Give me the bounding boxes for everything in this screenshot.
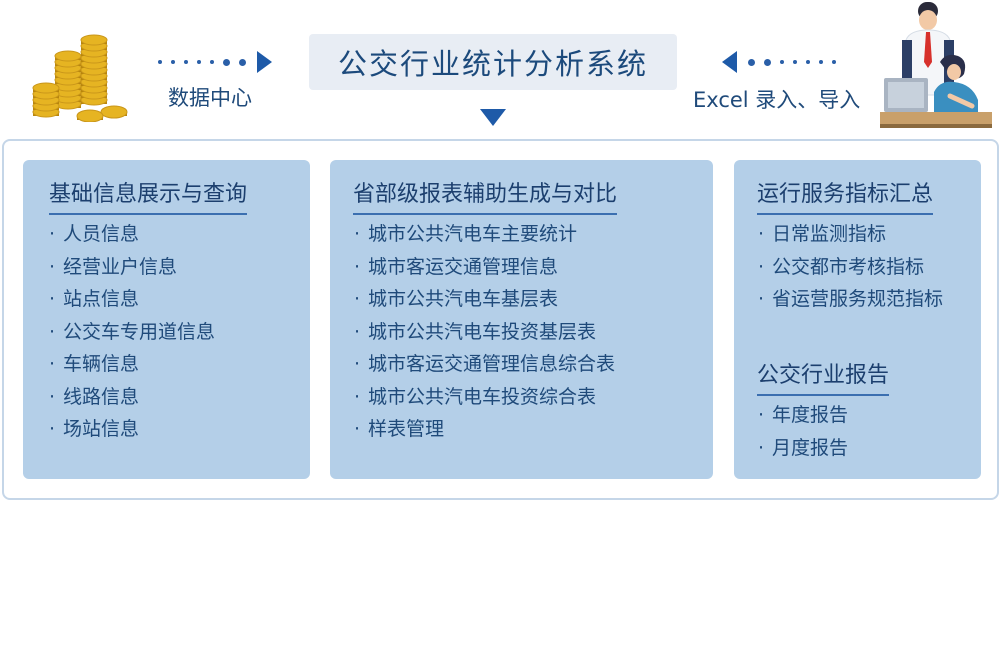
- left-connector: [158, 51, 272, 73]
- list-item: ·年度报告: [758, 404, 849, 426]
- item-list: ·城市公共汽电车主要统计 ·城市客运交通管理信息 ·城市公共汽电车基层表 ·城市…: [354, 218, 615, 446]
- arrow-left-icon: [722, 51, 737, 73]
- panel-heading: 基础信息展示与查询: [49, 176, 248, 215]
- item-list: ·人员信息 ·经营业户信息 ·站点信息 ·公交车专用道信息 ·车辆信息 ·线路信…: [49, 218, 215, 446]
- data-center-label: 数据中心: [168, 86, 252, 110]
- system-title: 公交行业统计分析系统: [309, 34, 677, 90]
- list-item: ·人员信息: [49, 223, 140, 245]
- item-list: ·年度报告 ·月度报告: [758, 399, 848, 464]
- panel-heading: 运行服务指标汇总: [757, 176, 934, 215]
- panel-heading: 省部级报表辅助生成与对比: [353, 176, 618, 215]
- list-item: ·省运营服务规范指标: [758, 288, 944, 310]
- list-item: ·经营业户信息: [49, 255, 178, 278]
- list-item: ·场站信息: [49, 418, 140, 440]
- list-item: ·城市客运交通管理信息综合表: [354, 353, 616, 375]
- panel-report-generation: 省部级报表辅助生成与对比 ·城市公共汽电车主要统计 ·城市客运交通管理信息 ·城…: [330, 160, 713, 479]
- panel-heading-report: 公交行业报告: [757, 357, 890, 396]
- list-item: ·站点信息: [49, 288, 140, 310]
- arrow-down-icon: [480, 109, 506, 126]
- excel-import-label: Excel 录入、导入: [693, 88, 861, 112]
- arrow-right-icon: [257, 51, 272, 73]
- list-item: ·线路信息: [49, 385, 140, 408]
- list-item: ·月度报告: [758, 436, 849, 459]
- list-item: ·城市公共汽电车投资基层表: [354, 320, 597, 343]
- list-item: ·车辆信息: [49, 353, 140, 375]
- right-connector: [722, 51, 836, 73]
- list-item: ·城市客运交通管理信息: [354, 255, 559, 278]
- list-item: ·城市公共汽电车基层表: [354, 288, 559, 310]
- panel-basic-info: 基础信息展示与查询 ·人员信息 ·经营业户信息 ·站点信息 ·公交车专用道信息 …: [23, 160, 310, 479]
- list-item: ·公交车专用道信息: [49, 320, 216, 343]
- list-item: ·城市公共汽电车投资综合表: [354, 385, 597, 408]
- item-list: ·日常监测指标 ·公交都市考核指标 ·省运营服务规范指标: [758, 218, 943, 316]
- office-workers-icon: [880, 0, 992, 130]
- panel-service-indicators: 运行服务指标汇总 ·日常监测指标 ·公交都市考核指标 ·省运营服务规范指标 公交…: [734, 160, 981, 479]
- coin-stack-icon: [18, 16, 140, 123]
- list-item: ·公交都市考核指标: [758, 255, 925, 278]
- list-item: ·城市公共汽电车主要统计: [354, 223, 578, 245]
- list-item: ·样表管理: [354, 418, 445, 440]
- list-item: ·日常监测指标: [758, 223, 887, 245]
